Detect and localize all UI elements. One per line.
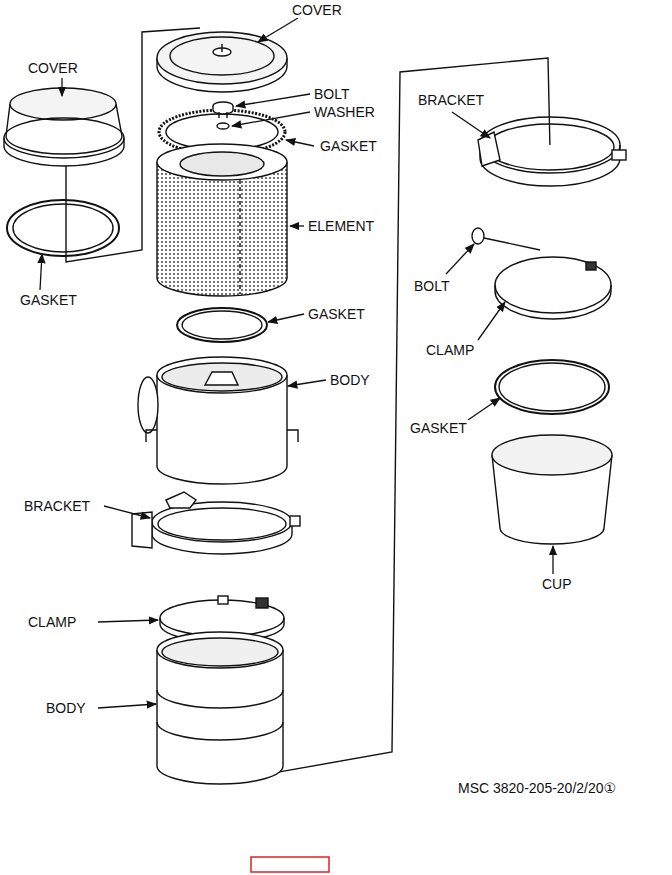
part-label: CLAMP [26, 614, 78, 630]
figure-number: MSC 3820-205-20/2/20① [456, 780, 618, 796]
part-label: BOLT [412, 278, 452, 294]
part-label: ELEMENT [306, 218, 376, 234]
part-label: BODY [328, 372, 372, 388]
part-label: CLAMP [424, 342, 476, 358]
part-label: GASKET [18, 292, 79, 308]
part-label: BOLT [312, 86, 352, 102]
part-label: COVER [290, 2, 344, 18]
part-label: BRACKET [22, 498, 92, 514]
red-frame [251, 857, 329, 872]
part-label: CUP [540, 576, 574, 592]
part-label: GASKET [408, 420, 469, 436]
part-label: GASKET [306, 306, 367, 322]
part-label: GASKET [318, 138, 379, 154]
part-label: COVER [26, 60, 80, 76]
part-label: BODY [44, 700, 88, 716]
part-label: WASHER [312, 104, 377, 120]
part-label: BRACKET [416, 92, 486, 108]
